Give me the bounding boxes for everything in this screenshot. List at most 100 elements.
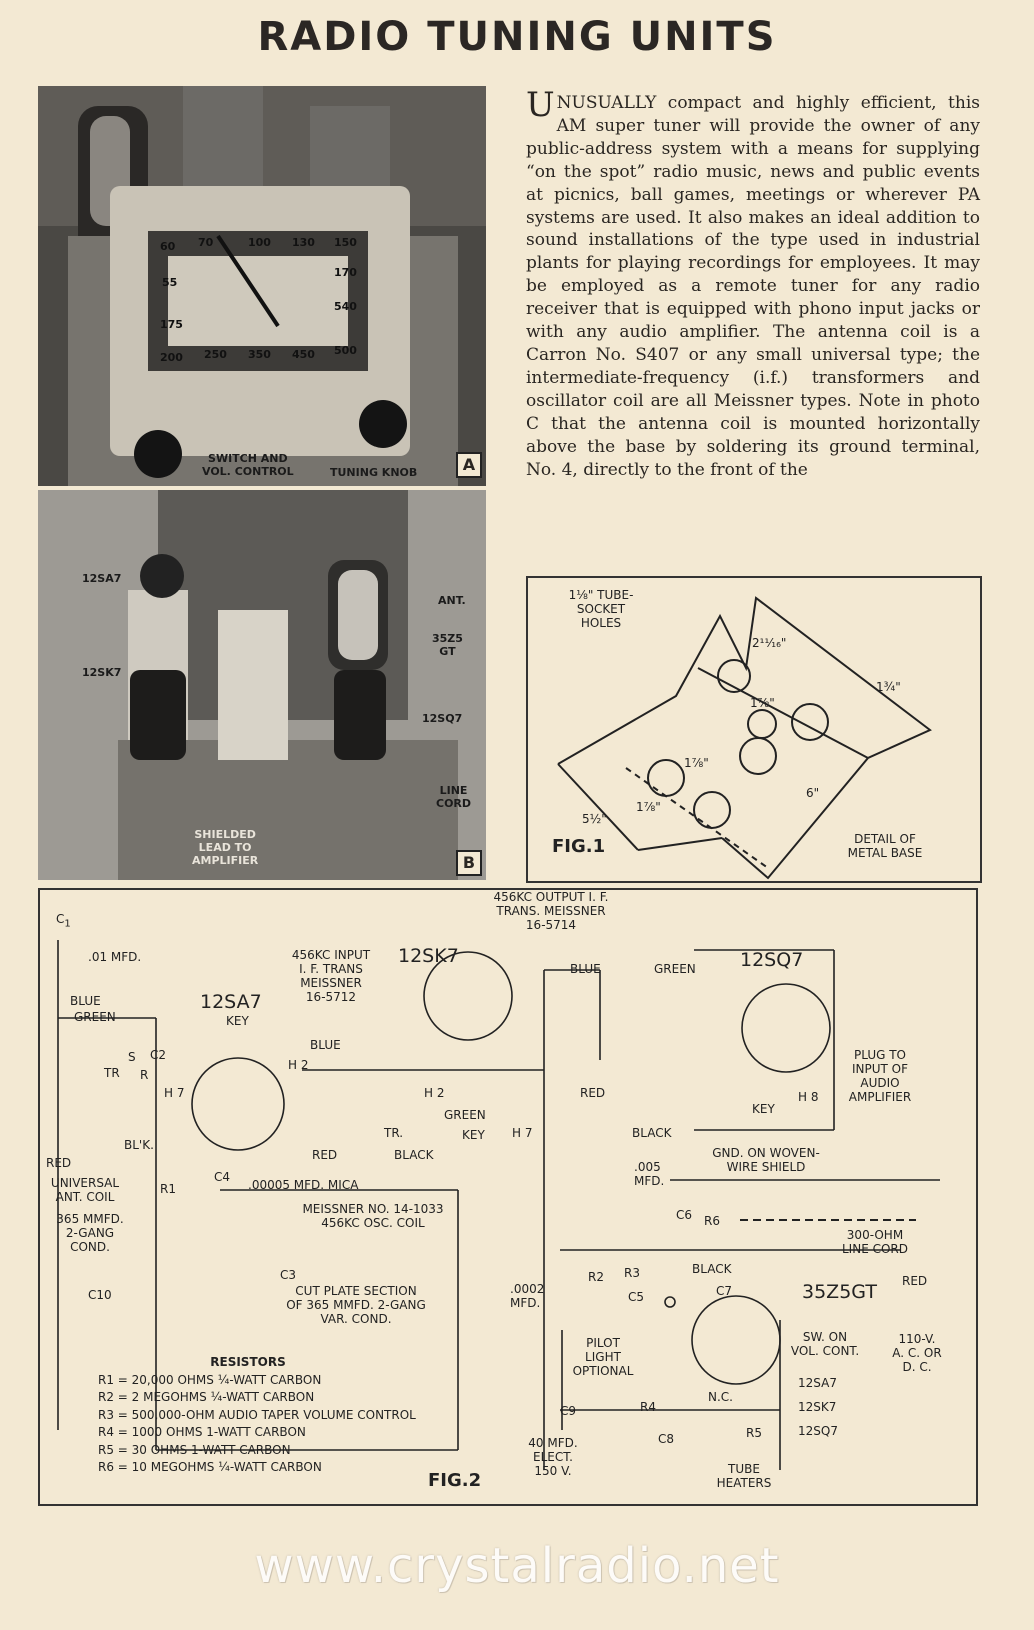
osc-line1: MEISSNER NO. 14-1033 (302, 1202, 444, 1216)
photo-a-tag: A (456, 452, 482, 478)
label-line-cord: LINE CORD (436, 784, 471, 810)
sw-line1: SW. ON (802, 1330, 848, 1344)
dial-number: 450 (292, 348, 315, 361)
tuning-knob-label: TUNING KNOB (330, 466, 418, 479)
input-if-label: 456KC INPUT I. F. TRANS MEISSNER 16-5712 (286, 948, 376, 1004)
ac-line2: A. C. OR (892, 1346, 942, 1360)
tube-heaters-label: TUBE HEATERS (704, 1462, 784, 1490)
inif-line4: 16-5712 (305, 990, 357, 1004)
dim-2-11-16: 2¹¹⁄₁₆" (752, 636, 787, 650)
c4-label: C4 (214, 1170, 231, 1184)
detail-line1: DETAIL OF (854, 832, 916, 846)
gnd-line2: WIRE SHIELD (726, 1160, 806, 1174)
if1-black: BLACK (394, 1148, 434, 1162)
dial-number: 250 (204, 348, 227, 361)
if2-blue: BLUE (570, 962, 601, 976)
dial-number: 100 (248, 236, 271, 249)
heater-12sa7: 12SA7 (798, 1376, 837, 1390)
c6-label: C6 (676, 1208, 693, 1222)
heat-line1: TUBE (728, 1462, 760, 1476)
cap365-line3: COND. (70, 1240, 110, 1254)
r6-label: R6 (704, 1214, 720, 1228)
key-3: KEY (752, 1102, 775, 1116)
h2-b: H 2 (424, 1086, 445, 1100)
heat-line2: HEATERS (716, 1476, 772, 1490)
dim-5-1-2: 5½" (582, 812, 607, 826)
osc-coil-label: MEISSNER NO. 14-1033 456KC OSC. COIL (288, 1202, 458, 1230)
photo-b-tag: B (456, 850, 482, 876)
dial-number: 55 (162, 276, 178, 289)
cap365-line1: 365 MMFD. (56, 1212, 124, 1226)
tube-12sa7-label: 12SA7 (200, 991, 262, 1013)
tr-1: TR (104, 1066, 120, 1080)
c3-label: C3 (280, 1268, 297, 1282)
c1-label: C1 (56, 912, 71, 931)
elect-line3: 150 V. (534, 1464, 572, 1478)
dial-number: 130 (292, 236, 315, 249)
resistor-item: R1 = 20,000 OHMS ¼-WATT CARBON (98, 1372, 322, 1387)
c10-label: C10 (88, 1288, 112, 1302)
pilot-line3: OPTIONAL (572, 1364, 634, 1378)
resistor-item: R2 = 2 MEGOHMS ¼-WATT CARBON (98, 1390, 315, 1404)
photo-b-tuner-rear: 12SA7 12SK7 ANT. 35Z5 GT 12SQ7 LINE CORD… (38, 490, 486, 880)
r4-label: R4 (640, 1400, 656, 1414)
label-35z5-line1: 35Z5 (432, 632, 463, 645)
h2-a: H 2 (288, 1058, 309, 1072)
nc-label: N.C. (708, 1390, 733, 1404)
dial-number: 175 (160, 318, 183, 331)
inif-line2: I. F. TRANS (299, 962, 363, 976)
dial-number: 150 (334, 236, 357, 249)
elect-line2: ELECT. (533, 1450, 573, 1464)
if2-green: GREEN (654, 962, 696, 976)
cut-line2: OF 365 MMFD. 2-GANG (286, 1298, 426, 1312)
label-shielded-line1: SHIELDED (194, 828, 256, 841)
resistors-heading: RESISTORS (210, 1355, 286, 1369)
heater-12sk7: 12SK7 (798, 1400, 837, 1414)
c5-label: C5 (628, 1290, 645, 1304)
s-1: S (128, 1050, 136, 1064)
r2-label: R2 (588, 1270, 604, 1284)
photo-b-illustration (38, 490, 486, 880)
resistor-item: R4 = 1000 OHMS 1-WATT CARBON (98, 1425, 306, 1439)
tube-socket-holes-label: 1⅛" TUBE- SOCKET HOLES (556, 588, 646, 630)
c005-label: .005 MFD. (634, 1160, 664, 1188)
article-body: U NUSUALLY compact and highly efficient,… (526, 88, 980, 481)
c0002-label: .0002 MFD. (510, 1282, 544, 1310)
c005-line2: MFD. (634, 1174, 665, 1188)
resistor-item: R3 = 500,000-OHM AUDIO TAPER VOLUME CONT… (98, 1407, 416, 1422)
universal-ant-coil: UNIVERSAL ANT. COIL (50, 1176, 120, 1204)
figure-1-metal-base: 1⅛" TUBE- SOCKET HOLES 2¹¹⁄₁₆" 1¾" 1⅞" 1… (526, 576, 982, 883)
ant-red: RED (46, 1156, 72, 1170)
dial-number: 500 (334, 344, 357, 357)
detail-label: DETAIL OF METAL BASE (830, 832, 940, 860)
label-shielded-lead: SHIELDED LEAD TO AMPLIFIER (192, 828, 258, 867)
rect-black: BLACK (692, 1262, 732, 1276)
dial-number: 70 (198, 236, 214, 249)
label-line-cord-line1: LINE (439, 784, 468, 797)
plug-line2: INPUT OF (851, 1062, 909, 1076)
label-line-cord-line2: CORD (436, 797, 472, 810)
figure-2-label: FIG.2 (428, 1470, 482, 1491)
rect-red: RED (902, 1274, 928, 1288)
dial-number: 540 (334, 300, 357, 313)
key-1: KEY (226, 1014, 249, 1028)
plug-line4: AMPLIFIER (848, 1090, 912, 1104)
photo-a-illustration (38, 86, 486, 486)
metal-base-drawing (557, 596, 932, 880)
if2-black: BLACK (632, 1126, 672, 1140)
resistor-item: R6 = 10 MEGOHMS ¼-WATT CARBON (98, 1460, 322, 1474)
if1-green: GREEN (444, 1108, 486, 1122)
label-35z5: 35Z5 GT (432, 632, 463, 658)
ac-line3: D. C. (902, 1360, 932, 1374)
dim-1-7-8-b: 1⅞" (684, 756, 709, 770)
gnd-shield-label: GND. ON WOVEN- WIRE SHIELD (706, 1146, 826, 1174)
cut-line3: VAR. COND. (320, 1312, 392, 1326)
tube-12sq7-label: 12SQ7 (740, 949, 804, 971)
figure-2-schematic: C1 .01 MFD. BLUE GREEN RED BL'K. UNIVERS… (38, 888, 978, 1506)
dim-1-3-4: 1¾" (876, 680, 901, 694)
outif-line3: 16-5714 (525, 918, 577, 932)
osc-line2: 456KC OSC. COIL (321, 1216, 425, 1230)
h7-a: H 7 (164, 1086, 185, 1100)
r-1: R (140, 1068, 149, 1082)
r3-label: R3 (624, 1266, 640, 1280)
